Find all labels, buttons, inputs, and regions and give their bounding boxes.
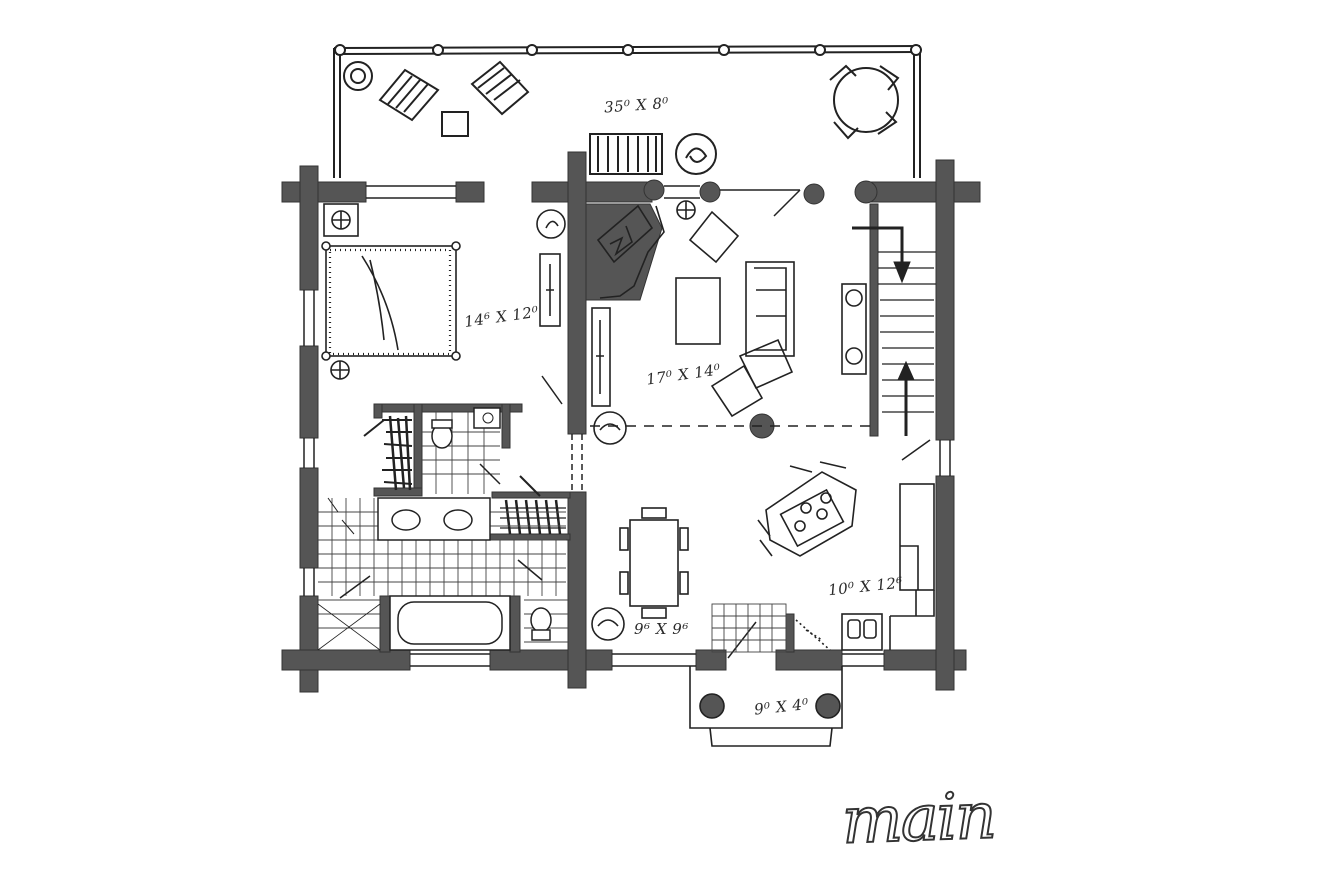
stairs bbox=[852, 226, 936, 436]
living-room bbox=[536, 200, 867, 445]
porch-dimension-label: 9⁰ X 4⁰ bbox=[753, 695, 809, 719]
room-labels: 35⁰ X 8⁰ 14⁶ X 12⁰ 17⁰ X 14⁰ 10⁰ X 12⁶ 9… bbox=[463, 94, 903, 719]
bedroom-dimension-label: 14⁶ X 12⁰ bbox=[463, 303, 540, 331]
plan-title: main bbox=[841, 779, 996, 858]
deck-dimension-label: 35⁰ X 8⁰ bbox=[604, 94, 670, 116]
porch bbox=[689, 666, 843, 747]
deck bbox=[333, 44, 922, 178]
windows-doors bbox=[303, 185, 951, 667]
living-dimension-label: 17⁰ X 14⁰ bbox=[645, 360, 722, 388]
dining bbox=[591, 507, 689, 641]
closets bbox=[363, 415, 566, 535]
kitchen-dimension-label: 10⁰ X 12⁶ bbox=[827, 574, 903, 600]
bathroom bbox=[317, 407, 568, 651]
walls bbox=[281, 151, 981, 693]
kitchen bbox=[711, 461, 935, 653]
bedroom bbox=[321, 203, 461, 380]
dining-dimension-label: 9⁶ X 9⁶ bbox=[634, 620, 689, 638]
